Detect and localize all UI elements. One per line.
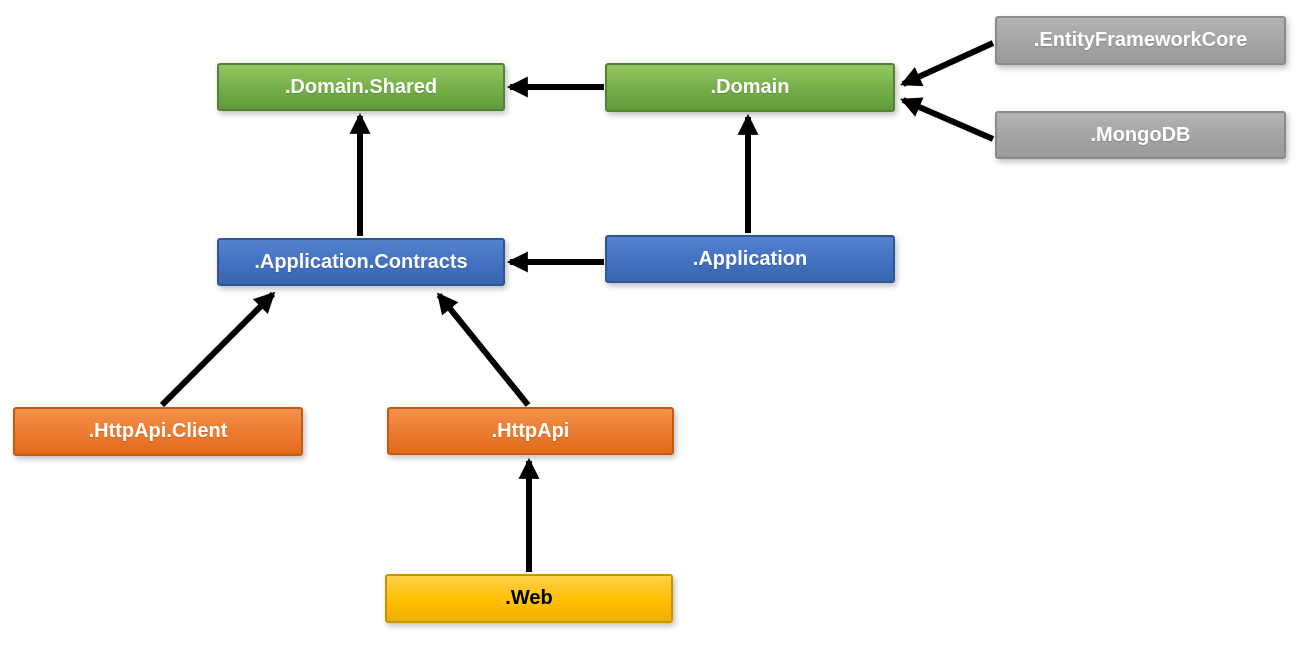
edge-httpapi-to-application-contracts (436, 292, 531, 407)
node-entity-framework-core: .EntityFrameworkCore (995, 16, 1286, 65)
edge-mongodb-to-domain (900, 97, 995, 142)
node-application-contracts: .Application.Contracts (217, 238, 505, 286)
node-domain: .Domain (605, 63, 895, 112)
edge-entity-framework-core-to-domain (900, 40, 995, 87)
node-web: .Web (385, 574, 673, 623)
edge-httpapi-client-to-application-contracts (159, 291, 276, 408)
node-mongodb: .MongoDB (995, 111, 1286, 159)
node-domain-shared: .Domain.Shared (217, 63, 505, 111)
node-httpapi: .HttpApi (387, 407, 674, 455)
node-httpapi-client: .HttpApi.Client (13, 407, 303, 456)
node-application: .Application (605, 235, 895, 283)
